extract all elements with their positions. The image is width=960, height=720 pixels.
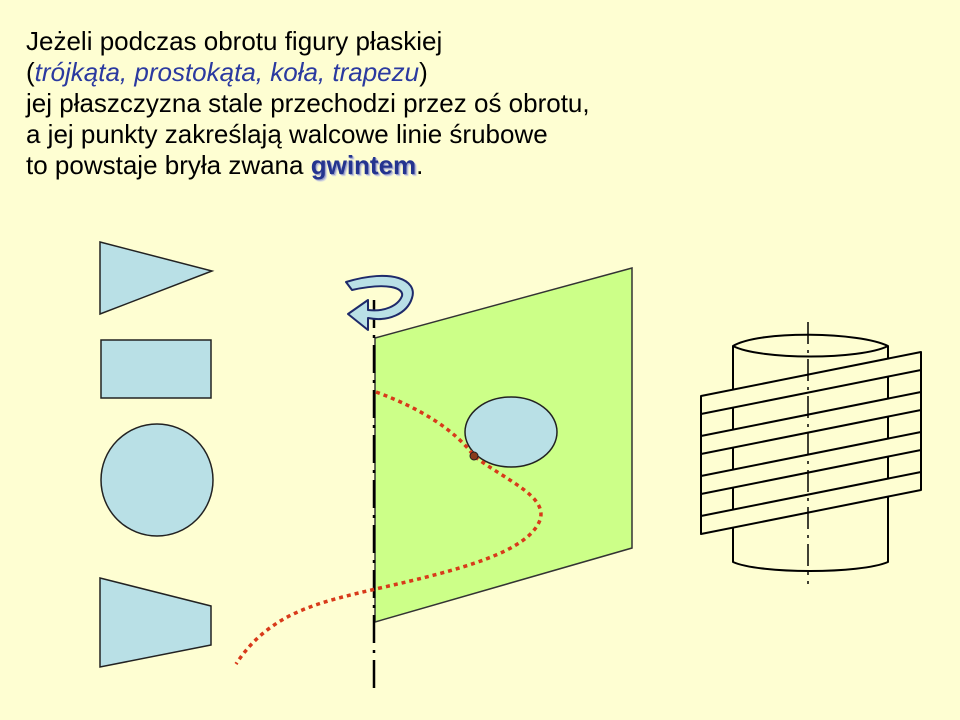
text-line-3: jej płaszczyzna stale przechodzi przez o…	[26, 88, 590, 118]
thread-band-4	[700, 471, 922, 535]
circle-shape	[100, 423, 214, 537]
paren-close: )	[419, 57, 428, 87]
helix-trace	[234, 390, 543, 665]
term-gwint: gwintem	[310, 150, 417, 180]
rotation-arrow-icon	[345, 274, 414, 331]
text-line-5-suffix: .	[416, 150, 424, 180]
plane-figures	[99, 241, 215, 668]
trapezoid-shape	[99, 577, 212, 668]
text-line-5: to powstaje bryła zwana gwintem.	[26, 150, 590, 181]
text-line-5-prefix: to powstaje bryła zwana	[26, 150, 311, 180]
traced-point	[469, 451, 479, 461]
rotating-figure-ellipse	[464, 396, 558, 468]
text-line-1: Jeżeli podczas obrotu figury płaskiej	[26, 26, 443, 56]
shape-list-text: trójkąta, prostokąta, koła, trapezu	[34, 57, 420, 87]
text-line-2: (trójkąta, prostokąta, koła, trapezu)	[26, 57, 590, 88]
rectangle-shape	[100, 339, 212, 399]
triangle-shape	[99, 241, 215, 316]
threaded-bolt	[700, 333, 922, 572]
description-text: Jeżeli podczas obrotu figury płaskiej (t…	[26, 26, 590, 181]
paren-open: (	[26, 57, 35, 87]
text-line-4: a jej punkty zakreślają walcowe linie śr…	[26, 119, 548, 149]
